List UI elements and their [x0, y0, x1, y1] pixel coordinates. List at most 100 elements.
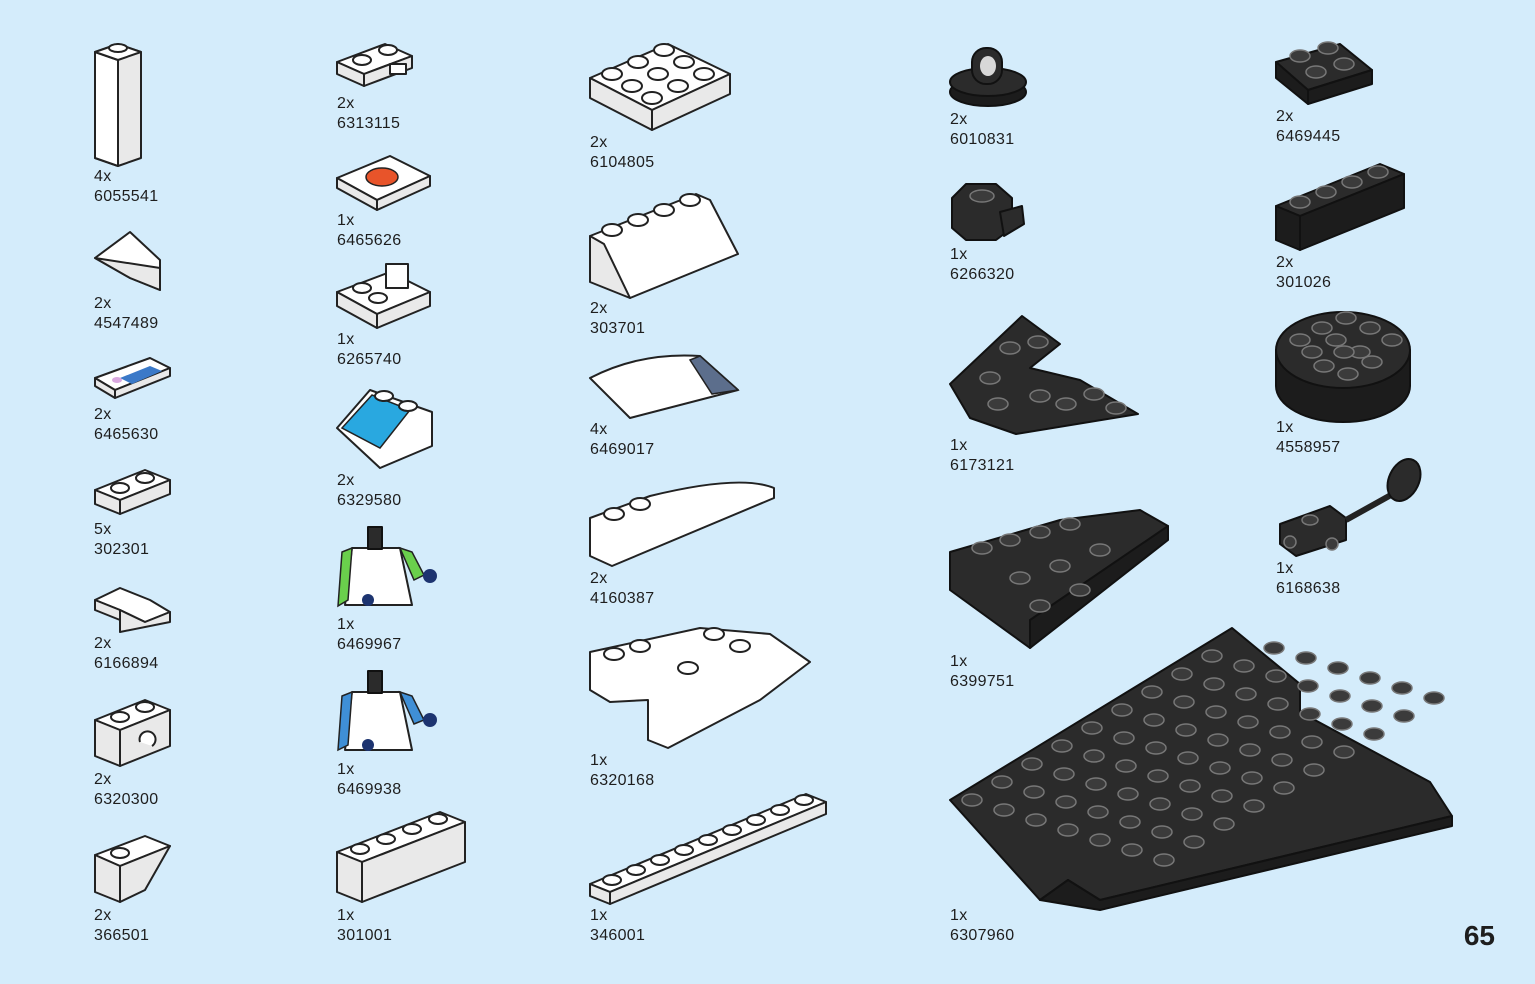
part-number: 302301: [94, 541, 150, 558]
part-number: 346001: [590, 927, 646, 944]
stud: [1181, 807, 1203, 821]
stud: [1081, 721, 1103, 735]
stud: [1021, 757, 1043, 771]
stud: [1391, 681, 1413, 695]
part-qty: 4x: [590, 421, 608, 438]
stud: [1025, 813, 1047, 827]
part-number: 6469445: [1276, 128, 1341, 145]
part-number: 6173121: [950, 457, 1015, 474]
stud: [1381, 333, 1403, 347]
stud: [1239, 743, 1261, 757]
stud: [961, 793, 983, 807]
part-number: 6469017: [590, 441, 655, 458]
stud: [1119, 815, 1141, 829]
part-qty: 5x: [94, 521, 112, 538]
part-number: 303701: [590, 320, 646, 337]
stud: [1235, 687, 1257, 701]
stud: [1153, 853, 1175, 867]
part-qty: 2x: [590, 300, 608, 317]
stud: [1147, 769, 1169, 783]
part-number: 6010831: [950, 131, 1015, 148]
stud: [1183, 835, 1205, 849]
part-number: 6265740: [337, 351, 402, 368]
stud: [1141, 685, 1163, 699]
page-number: 65: [1463, 920, 1495, 951]
stud: [1203, 677, 1225, 691]
part-number: 301001: [337, 927, 393, 944]
stud: [1363, 727, 1385, 741]
part-qty: 1x: [590, 752, 608, 769]
part-qty: 2x: [1276, 108, 1294, 125]
part-number: 6469967: [337, 636, 402, 653]
stud: [1301, 735, 1323, 749]
part-number: 6465626: [337, 232, 402, 249]
stud: [1241, 771, 1263, 785]
part-number: 6320168: [590, 772, 655, 789]
stud: [1057, 823, 1079, 837]
part-number: 366501: [94, 927, 150, 944]
part-number: 6055541: [94, 188, 159, 205]
part-qty: 2x: [950, 111, 968, 128]
part-qty: 1x: [950, 437, 968, 454]
stud: [1115, 759, 1137, 773]
stud: [1423, 691, 1445, 705]
stud: [1113, 731, 1135, 745]
stud: [1295, 651, 1317, 665]
stud: [1331, 717, 1353, 731]
stud: [1325, 333, 1347, 347]
stud: [1327, 661, 1349, 675]
stud: [1111, 703, 1133, 717]
stud: [1201, 649, 1223, 663]
stud: [1213, 817, 1235, 831]
part-qty: 4x: [94, 168, 112, 185]
part-number: 6469938: [337, 781, 402, 798]
part-qty: 1x: [337, 761, 355, 778]
stud: [1145, 741, 1167, 755]
part-qty: 2x: [590, 570, 608, 587]
part-number: 6313115: [337, 115, 401, 132]
part-qty: 1x: [337, 212, 355, 229]
part-qty: 1x: [337, 616, 355, 633]
stud: [1143, 713, 1165, 727]
part-number: 6104805: [590, 154, 655, 171]
stud: [1337, 367, 1359, 381]
part-number: 6166894: [94, 655, 159, 672]
stud: [1023, 785, 1045, 799]
stud: [1209, 761, 1231, 775]
part-qty: 2x: [94, 771, 112, 788]
stud: [1301, 345, 1323, 359]
part-qty: 1x: [337, 331, 355, 348]
stud: [1117, 787, 1139, 801]
stud: [1329, 689, 1351, 703]
stud: [1267, 697, 1289, 711]
part-qty: 1x: [337, 907, 355, 924]
part-number: 4160387: [590, 590, 655, 607]
stud: [1359, 671, 1381, 685]
stud: [1333, 345, 1355, 359]
stud: [1271, 753, 1293, 767]
part-number: 6329580: [337, 492, 402, 509]
part-qty: 1x: [950, 653, 968, 670]
stud: [1393, 709, 1415, 723]
stud: [1179, 779, 1201, 793]
part-qty: 2x: [94, 907, 112, 924]
part-qty: 2x: [1276, 254, 1294, 271]
stud: [1243, 799, 1265, 813]
stud: [1173, 695, 1195, 709]
stud: [1207, 733, 1229, 747]
part-number: 301026: [1276, 274, 1332, 291]
